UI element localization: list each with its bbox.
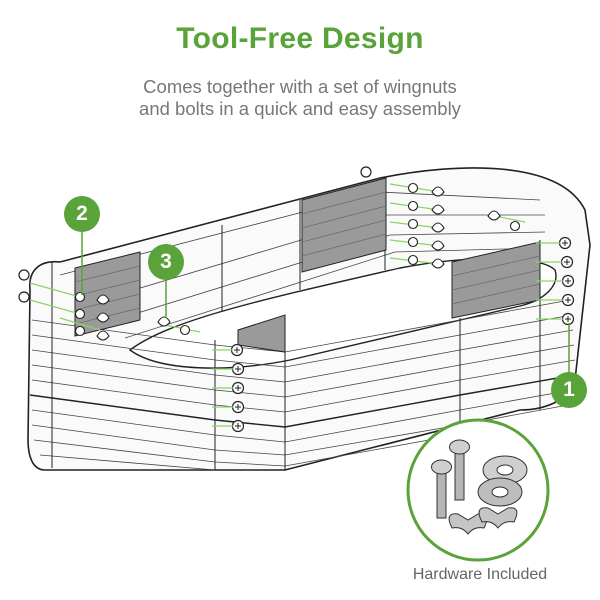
bolt-insertion-lines (29, 183, 563, 427)
callout-badge-3: 3 (148, 244, 184, 280)
subtitle-line-1: Comes together with a set of wingnuts (143, 76, 457, 97)
washers (74, 182, 521, 337)
page-subtitle: Comes together with a set of wingnuts an… (0, 76, 600, 120)
callout-leaders (81, 232, 570, 378)
subtitle-line-2: and bolts in a quick and easy assembly (139, 98, 461, 119)
overlap-panel-ridges (74, 191, 541, 325)
hardware-inset (406, 418, 550, 562)
page-title: Tool-Free Design (176, 22, 424, 55)
wingnut-icon (478, 507, 518, 529)
long-bolt-shank-icon (454, 449, 465, 501)
short-bolt-shank-icon (436, 469, 447, 519)
wingnuts (96, 186, 501, 341)
short-bolt-head-icon (431, 459, 452, 475)
long-bolt-head-icon (449, 439, 470, 455)
wingnut-icon (448, 513, 488, 535)
callout-badge-2: 2 (64, 196, 100, 232)
hardware-caption: Hardware Included (412, 566, 548, 583)
callout-badge-1: 1 (551, 372, 587, 408)
bolt-cross-marks (234, 240, 571, 429)
